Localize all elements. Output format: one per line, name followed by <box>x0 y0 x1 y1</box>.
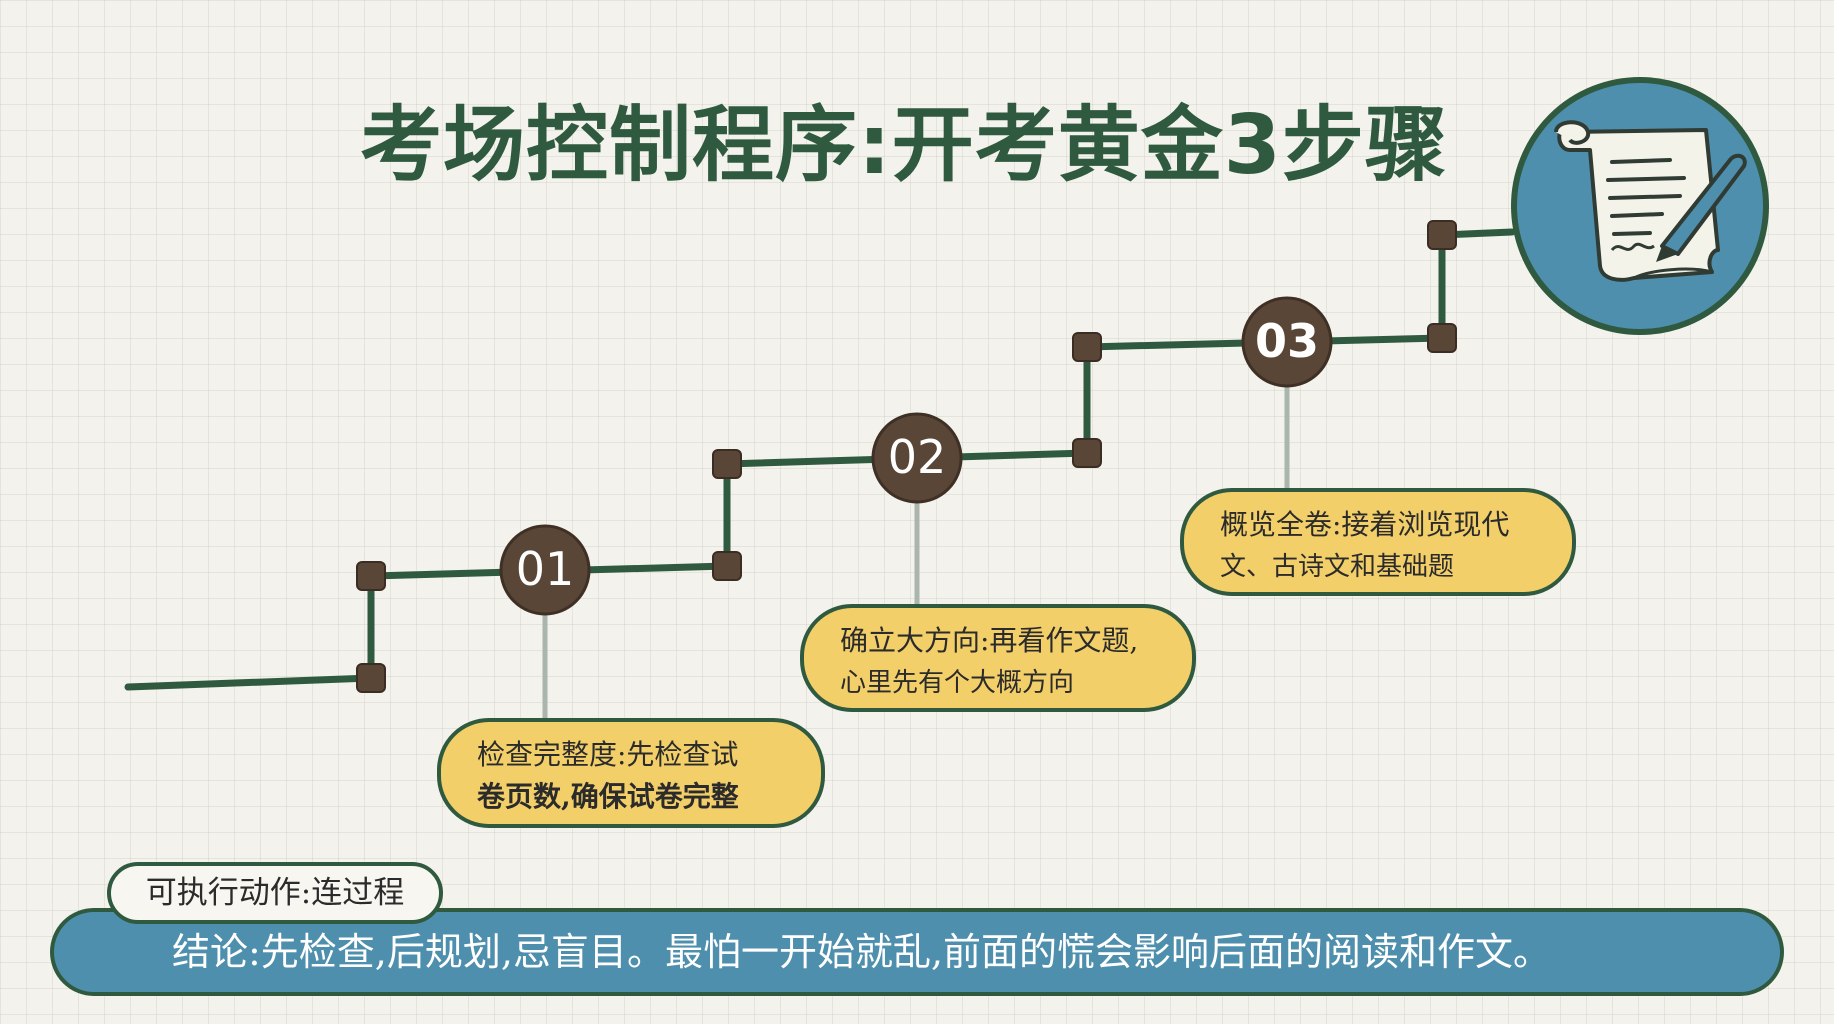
stair-node <box>712 449 742 479</box>
action-label: 可执行动作:连过程 <box>107 862 443 924</box>
step-03-circle <box>1241 296 1333 388</box>
step-01-circle <box>499 524 591 616</box>
step-02-text-line1: 确立大方向:再看作文题, <box>840 624 1139 657</box>
stair-node <box>712 551 742 581</box>
stair-node <box>1427 323 1457 353</box>
scroll-with-pen-icon <box>1511 77 1769 335</box>
step-02-text-line2: 心里先有个大概方向 <box>840 668 1075 698</box>
step-03-number: 03 <box>1255 314 1319 368</box>
step-01-bubble: 检查完整度:先检查试 卷页数,确保试卷完整 <box>437 718 825 828</box>
stair-node <box>356 663 386 693</box>
conclusion-bar: 结论:先检查,后规划,忌盲目。最怕一开始就乱,前面的慌会影响后面的阅读和作文。 <box>50 908 1784 996</box>
step-02-bubble: 确立大方向:再看作文题, 心里先有个大概方向 <box>800 604 1196 712</box>
step-03-text-line2: 文、古诗文和基础题 <box>1220 552 1455 582</box>
step-02-circle <box>871 412 963 504</box>
stair-node <box>1072 438 1102 468</box>
stair-node <box>1427 220 1457 250</box>
step-01-text-line2: 卷页数,确保试卷完整 <box>477 780 739 813</box>
step-01-number: 01 <box>516 542 575 596</box>
page-title: 考场控制程序:开考黄金3步骤 <box>360 98 1448 193</box>
step-01-text-line1: 检查完整度:先检查试 <box>477 738 739 771</box>
step-03-text-line1: 概览全卷:接着浏览现代 <box>1220 508 1510 541</box>
conclusion-text: 结论:先检查,后规划,忌盲目。最怕一开始就乱,前面的慌会影响后面的阅读和作文。 <box>172 930 1552 974</box>
step-02-number: 02 <box>888 430 947 484</box>
step-03-bubble: 概览全卷:接着浏览现代 文、古诗文和基础题 <box>1180 488 1576 596</box>
stair-node <box>356 561 386 591</box>
stair-node <box>1072 332 1102 362</box>
